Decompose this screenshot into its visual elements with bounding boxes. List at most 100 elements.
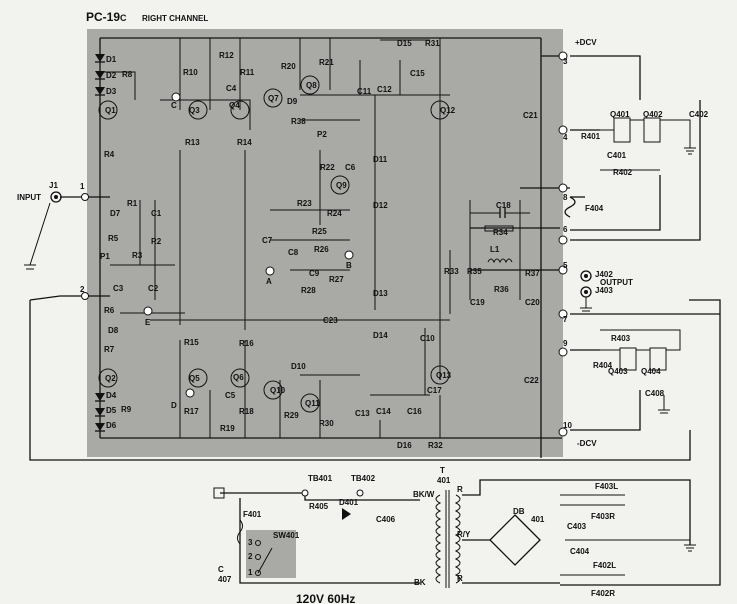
svg-text:Q6: Q6: [233, 373, 244, 382]
svg-text:R25: R25: [312, 227, 327, 236]
svg-text:R4: R4: [104, 150, 115, 159]
svg-text:TB402: TB402: [351, 474, 376, 483]
svg-text:BK: BK: [414, 578, 426, 587]
svg-text:C: C: [171, 101, 177, 110]
svg-text:R401: R401: [581, 132, 601, 141]
svg-text:D2: D2: [106, 71, 117, 80]
svg-text:C20: C20: [525, 298, 540, 307]
svg-text:D4: D4: [106, 391, 117, 400]
svg-text:C3: C3: [113, 284, 124, 293]
svg-text:C13: C13: [355, 409, 370, 418]
svg-text:R9: R9: [121, 405, 132, 414]
power-switch-sw401: [246, 530, 296, 578]
output-network: [470, 208, 530, 264]
output-jack-j402: [580, 270, 592, 282]
svg-text:Q3: Q3: [189, 106, 200, 115]
svg-text:R5: R5: [108, 234, 119, 243]
svg-text:C4: C4: [226, 84, 237, 93]
svg-text:J403: J403: [595, 286, 613, 295]
svg-text:R35: R35: [467, 267, 482, 276]
svg-text:10: 10: [563, 421, 572, 430]
svg-text:E: E: [145, 318, 151, 327]
svg-text:Q2: Q2: [105, 374, 116, 383]
svg-text:R28: R28: [301, 286, 316, 295]
svg-text:C11: C11: [357, 87, 372, 96]
test-point-e: [143, 306, 153, 316]
svg-text:4: 4: [563, 133, 568, 142]
svg-text:R27: R27: [329, 275, 344, 284]
svg-text:J402: J402: [595, 270, 613, 279]
svg-text:C23: C23: [323, 316, 338, 325]
svg-text:407: 407: [218, 575, 232, 584]
minus-dcv-label: -DCV: [577, 439, 597, 448]
output-transistors-lower: R403 R404 Q403 Q404 C408: [593, 329, 681, 414]
svg-text:R23: R23: [297, 199, 312, 208]
svg-text:R26: R26: [314, 245, 329, 254]
svg-text:R16: R16: [239, 339, 254, 348]
svg-text:C402: C402: [689, 110, 709, 119]
test-point-d: [185, 388, 195, 398]
svg-text:R10: R10: [183, 68, 198, 77]
svg-text:C6: C6: [345, 163, 356, 172]
svg-text:D5: D5: [106, 406, 117, 415]
svg-text:R8: R8: [122, 70, 133, 79]
svg-text:1: 1: [80, 182, 85, 191]
svg-text:D: D: [171, 401, 177, 410]
board-labels: R1 C1 R2 D7 R5 P1 R3 C3 C2 R6 D8 R7 R4 R…: [100, 39, 540, 450]
svg-text:401: 401: [531, 515, 545, 524]
svg-text:C7: C7: [262, 236, 273, 245]
input-jack-j1: [50, 191, 62, 203]
svg-text:C406: C406: [376, 515, 396, 524]
terminal-1: [81, 193, 89, 201]
output-transistors-upper: Q401 Q402 R401 C401 R402 C402: [581, 110, 709, 177]
svg-text:Q1: Q1: [105, 106, 116, 115]
svg-text:Q402: Q402: [643, 110, 663, 119]
svg-text:J1: J1: [49, 181, 58, 190]
board-title: PC-19C: [86, 10, 127, 24]
svg-text:R402: R402: [613, 168, 633, 177]
svg-text:C5: C5: [225, 391, 236, 400]
svg-text:9: 9: [563, 339, 568, 348]
svg-text:R31: R31: [425, 39, 440, 48]
svg-text:R21: R21: [319, 58, 334, 67]
svg-text:R11: R11: [240, 68, 255, 77]
input-label: INPUT: [17, 193, 41, 202]
svg-text:D10: D10: [291, 362, 306, 371]
svg-text:R2: R2: [151, 237, 162, 246]
svg-text:F402L: F402L: [593, 561, 616, 570]
svg-text:F403L: F403L: [595, 482, 618, 491]
svg-text:C16: C16: [407, 407, 422, 416]
svg-text:D401: D401: [339, 498, 359, 507]
svg-text:SW401: SW401: [273, 531, 300, 540]
test-points: C D E A B: [143, 92, 354, 410]
board-channel-label: RIGHT CHANNEL: [142, 14, 208, 23]
svg-text:1: 1: [248, 568, 253, 577]
svg-text:Q4: Q4: [229, 101, 240, 110]
svg-text:F404: F404: [585, 204, 604, 213]
svg-text:C14: C14: [376, 407, 391, 416]
svg-text:D3: D3: [106, 87, 117, 96]
svg-text:R24: R24: [327, 209, 342, 218]
svg-text:Q5: Q5: [189, 374, 200, 383]
svg-text:D9: D9: [287, 97, 298, 106]
svg-text:R33: R33: [444, 267, 459, 276]
svg-text:P2: P2: [317, 130, 327, 139]
svg-text:R12: R12: [219, 51, 234, 60]
svg-text:R405: R405: [309, 502, 329, 511]
svg-text:Q11: Q11: [305, 399, 320, 408]
svg-text:B: B: [346, 261, 352, 270]
input-section: J1 INPUT 1 2: [17, 181, 89, 300]
svg-text:R15: R15: [184, 338, 199, 347]
svg-text:2: 2: [80, 285, 85, 294]
svg-text:R: R: [457, 485, 463, 494]
svg-text:C21: C21: [523, 111, 538, 120]
svg-text:F403R: F403R: [591, 512, 615, 521]
svg-text:R37: R37: [525, 269, 540, 278]
svg-text:D14: D14: [373, 331, 388, 340]
output-section: F404 J402 J403 OUTPUT: [564, 196, 633, 312]
svg-text:Q13: Q13: [436, 371, 452, 380]
svg-text:L1: L1: [490, 245, 500, 254]
svg-text:C403: C403: [567, 522, 587, 531]
svg-text:Q8: Q8: [306, 81, 317, 90]
